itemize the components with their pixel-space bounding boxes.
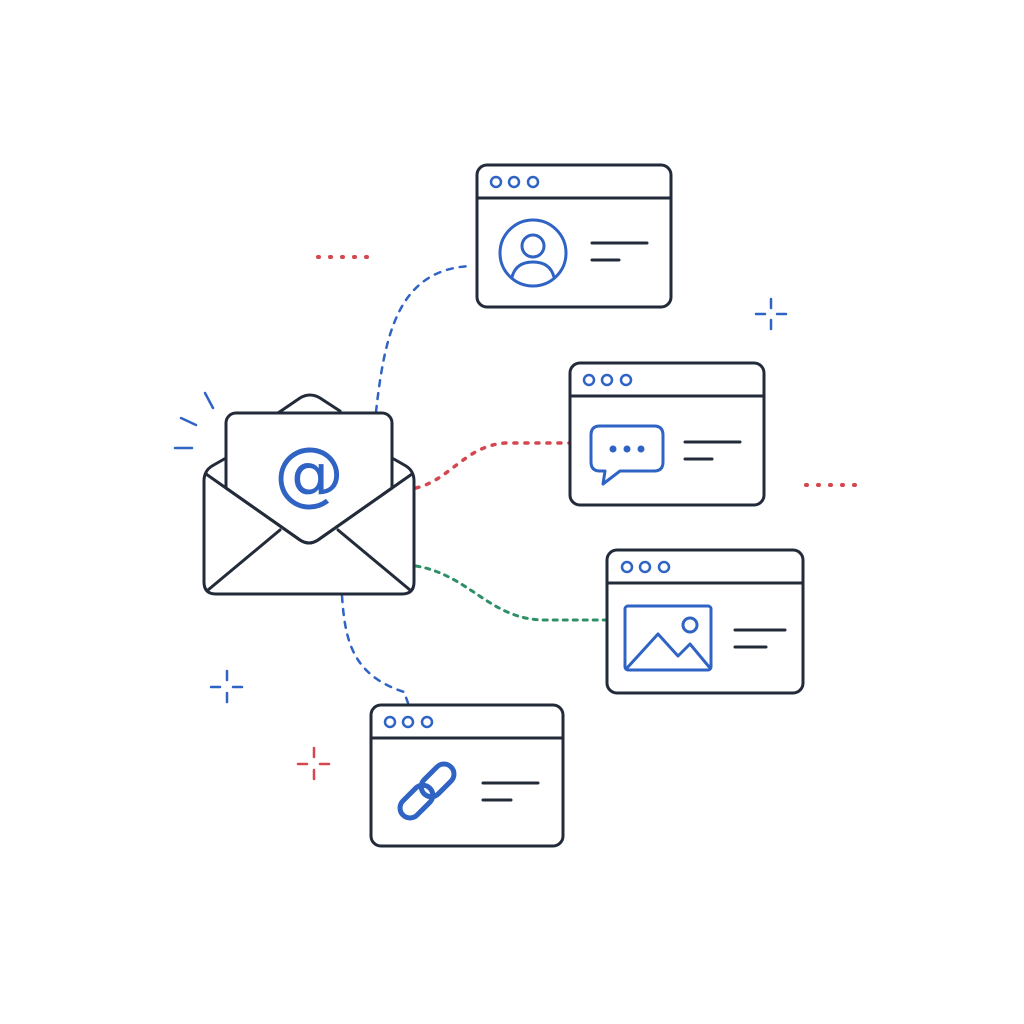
text-lines (590, 241, 649, 262)
image-icon (623, 604, 713, 672)
svg-text:@: @ (274, 432, 344, 514)
window-controls (383, 715, 434, 729)
window-controls (489, 175, 540, 189)
blue-sparkle-top-right (754, 297, 788, 331)
connector-link (340, 594, 410, 705)
red-sparkle-left (296, 746, 331, 781)
user-profile-icon (498, 218, 568, 288)
connectors (340, 264, 607, 705)
window-link (369, 703, 565, 848)
chat-bubble-icon (589, 424, 665, 486)
window-controls (582, 373, 633, 387)
text-lines (733, 628, 787, 649)
text-lines (683, 440, 742, 461)
at-sign-icon: @ (274, 432, 344, 514)
window-controls (620, 560, 671, 574)
open-envelope-icon: @ (202, 393, 416, 596)
window-message (568, 361, 766, 507)
window-image (605, 548, 805, 695)
window-profile (475, 163, 673, 309)
connector-message (414, 441, 572, 490)
text-lines (481, 781, 540, 802)
decorations (173, 255, 858, 781)
blue-sparkle-left (209, 669, 244, 704)
connector-profile (374, 264, 472, 414)
connector-image (414, 564, 607, 622)
envelope-shine-lines (173, 391, 215, 450)
chain-link-icon (397, 761, 457, 821)
